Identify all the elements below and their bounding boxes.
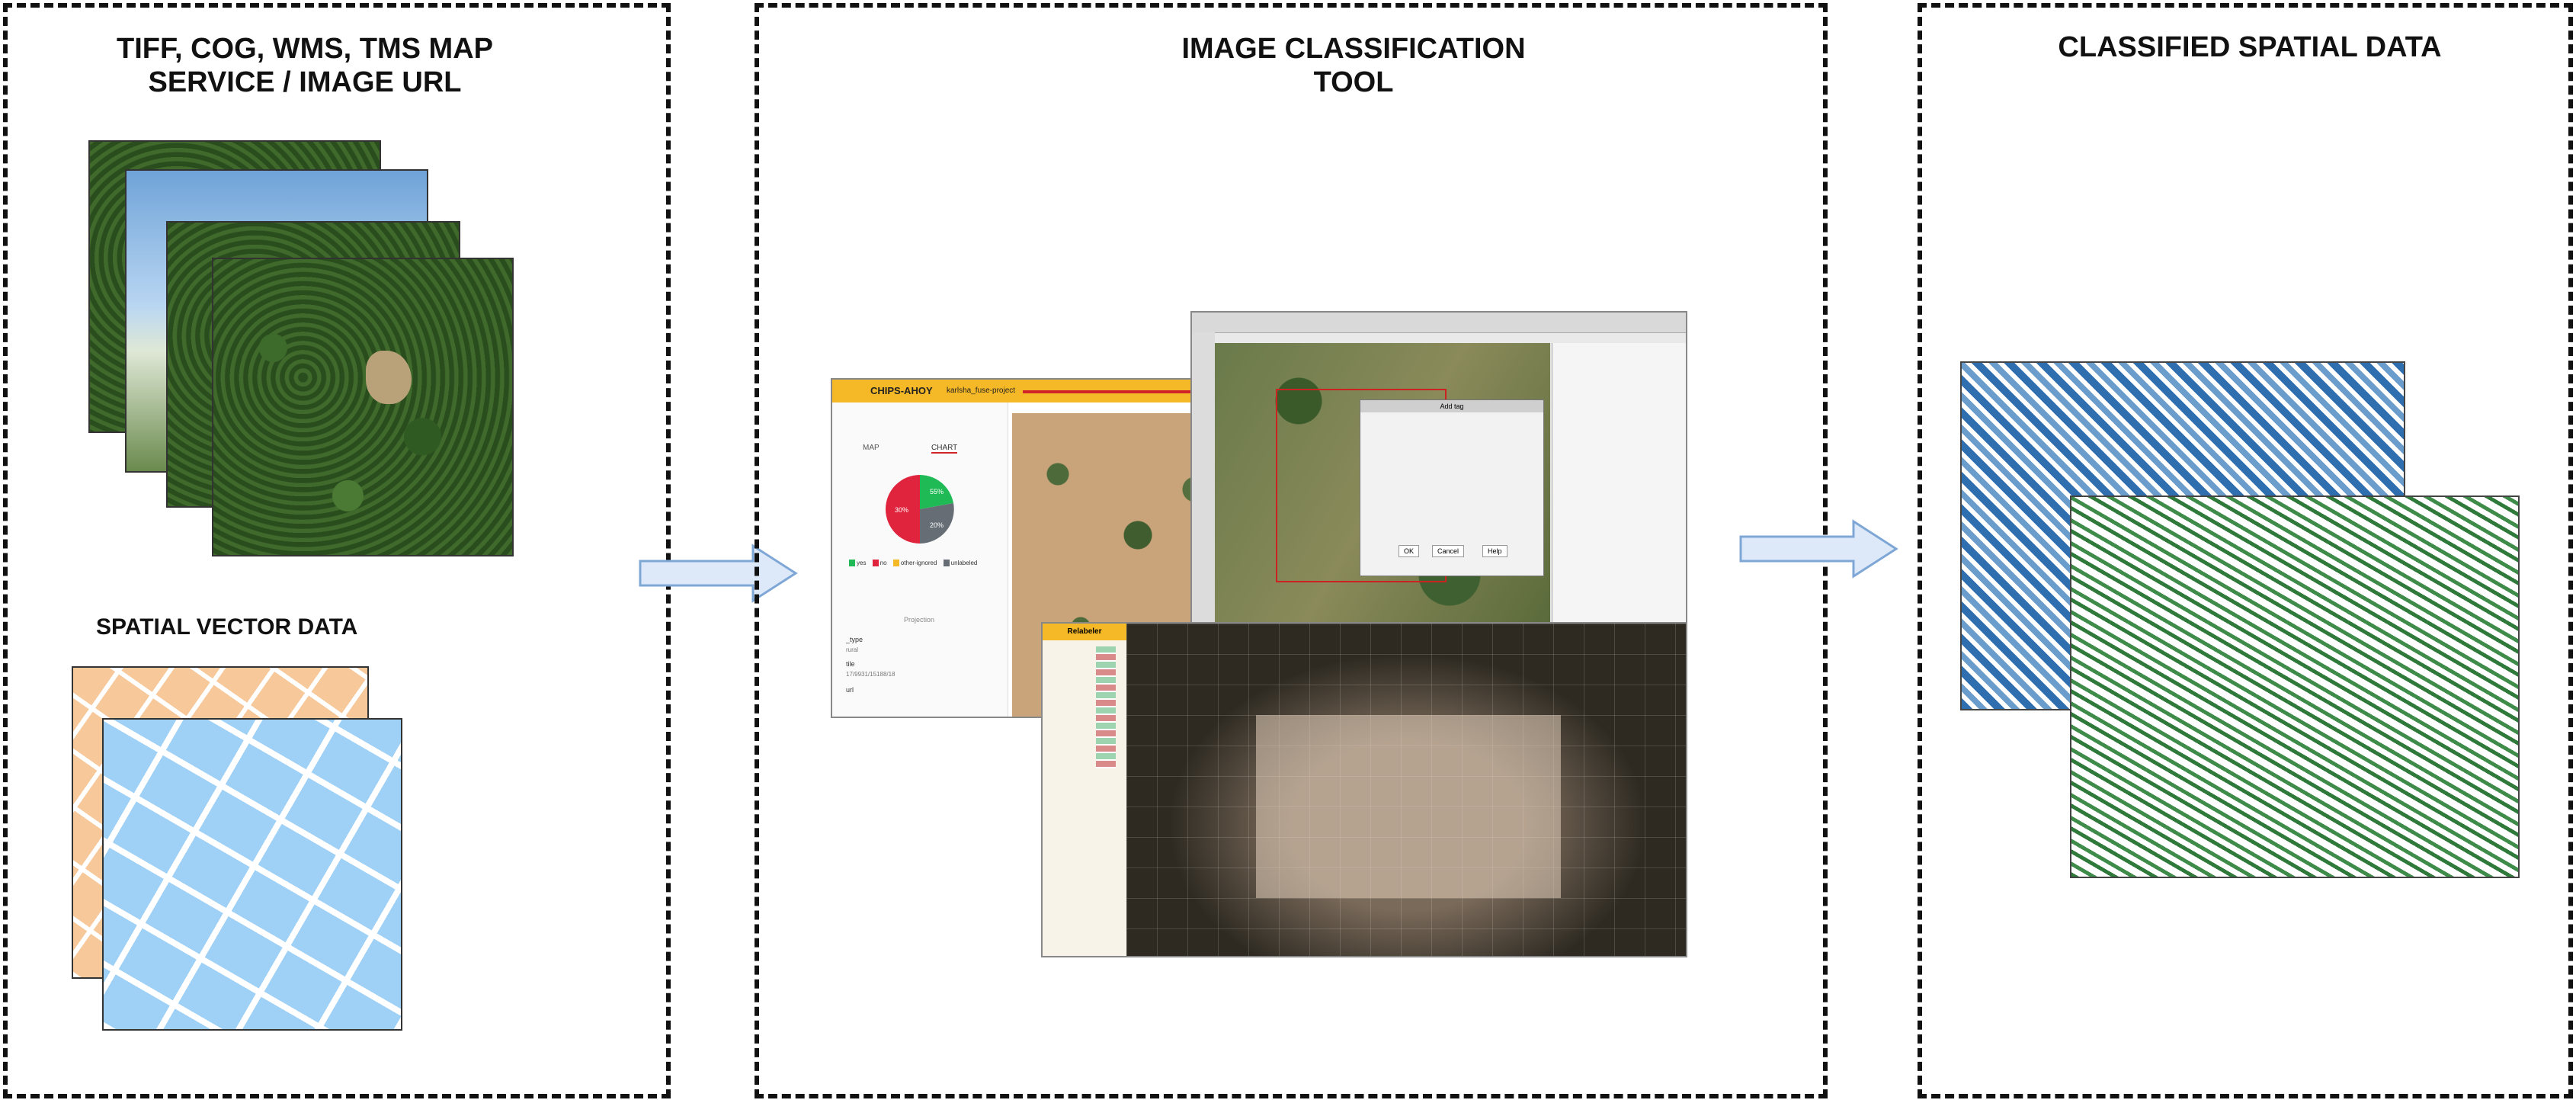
pie-label-yes: 55% [930, 488, 944, 495]
pie-label-no: 30% [895, 506, 909, 514]
legend-no: no [872, 560, 887, 566]
flow-arrow-2 [1739, 519, 1898, 579]
legend-other: other-ignored [892, 560, 937, 566]
input-data-panel: TIFF, COG, WMS, TMS MAP SERVICE / IMAGE … [3, 3, 671, 1098]
tool-panel-title: IMAGE CLASSIFICATION TOOL [1125, 32, 1582, 99]
field-type-label: _type [846, 636, 863, 643]
grid-imagery [1126, 624, 1686, 956]
input-panel-title: TIFF, COG, WMS, TMS MAP SERVICE / IMAGE … [53, 32, 556, 99]
relabeler-header: Relabeler [1043, 624, 1126, 640]
field-tile-value: 17/9931/15188/18 [846, 671, 896, 678]
input-title-line-1: TIFF, COG, WMS, TMS MAP [117, 33, 493, 65]
dialog-help-button[interactable]: Help [1482, 545, 1507, 557]
pie-label-other: 20% [930, 521, 944, 529]
app-brand: CHIPS-AHOY [870, 385, 933, 396]
vector-data-subtitle: SPATIAL VECTOR DATA [96, 614, 358, 640]
tab-chart[interactable]: CHART [931, 444, 958, 454]
josm-menu-bar [1192, 313, 1686, 333]
dialog-cancel-button[interactable]: Cancel [1432, 545, 1465, 557]
josm-screenshot: Add tag OK Cancel Help [1190, 311, 1687, 653]
tool-title-line-2: TOOL [1313, 66, 1394, 98]
selected-tiles [1256, 715, 1561, 898]
label-pie-chart [886, 475, 954, 544]
output-panel: CLASSIFIED SPATIAL DATA [1918, 3, 2573, 1098]
dialog-ok-button[interactable]: OK [1399, 545, 1420, 557]
input-title-line-2: SERVICE / IMAGE URL [148, 66, 462, 98]
add-tag-dialog: Add tag OK Cancel Help [1360, 399, 1544, 576]
pie-legend: yes no other-ignored unlabeled [849, 560, 978, 566]
relabeler-sidebar: Relabeler [1043, 624, 1126, 956]
vector-map-2 [102, 718, 402, 1031]
clearing-patch [366, 351, 412, 404]
side-panel: MAP CHART 55% 30% 20% yes no other-ignor… [832, 402, 1008, 717]
relabeler-screenshot: Relabeler [1041, 622, 1687, 957]
tab-map[interactable]: MAP [863, 444, 879, 452]
app-project: karlsha_fuse-project [947, 386, 1016, 395]
class-swatches [1096, 646, 1116, 768]
progress-bar [1023, 390, 1229, 393]
raster-image-4 [212, 258, 514, 556]
classified-buildings-green [2070, 495, 2520, 878]
field-tile-label: tile [846, 660, 855, 668]
props-title: Projection [904, 616, 935, 624]
output-panel-title: CLASSIFIED SPATIAL DATA [2058, 31, 2442, 63]
josm-toolbar [1192, 332, 1215, 651]
field-url-label: url [846, 686, 854, 694]
field-type-value: rural [846, 646, 859, 653]
dialog-title: Add tag [1360, 400, 1543, 412]
legend-yes: yes [849, 560, 867, 566]
legend-unlabeled: unlabeled [943, 560, 978, 566]
tool-panel: IMAGE CLASSIFICATION TOOL CHIPS-AHOY kar… [755, 3, 1828, 1098]
app-header: CHIPS-AHOY karlsha_fuse-project [832, 380, 1241, 402]
josm-layers-panel [1552, 343, 1686, 633]
tool-title-line-1: IMAGE CLASSIFICATION [1181, 33, 1526, 65]
